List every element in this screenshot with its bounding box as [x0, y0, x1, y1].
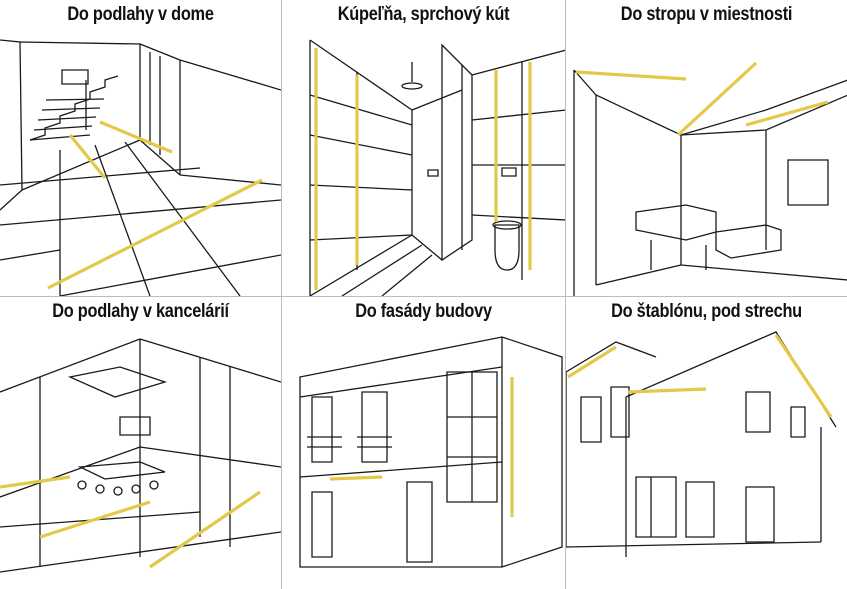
- led-strip: [576, 63, 828, 135]
- panel-caption: Do fasády budovy: [355, 301, 492, 322]
- led-strip: [568, 335, 831, 417]
- panel-roof-soffit: Do štablónu, pod strechu: [565, 296, 847, 589]
- panel-caption: Do podlahy v kancelárií: [52, 301, 229, 322]
- led-strip: [0, 477, 260, 567]
- facade-illustration: [282, 297, 565, 589]
- roof-illustration: [566, 297, 847, 589]
- led-strip: [330, 377, 512, 517]
- office-illustration: [0, 297, 281, 589]
- panel-caption: Do štablónu, pod strechu: [611, 301, 802, 322]
- panel-floor-house: Do podlahy v dome: [0, 0, 281, 296]
- panel-office-floor: Do podlahy v kancelárií: [0, 296, 281, 589]
- panel-bathroom-shower: Kúpeľňa, sprchový kút: [281, 0, 565, 296]
- floor-house-illustration: [0, 0, 281, 296]
- panel-ceiling: Do stropu v miestnosti: [565, 0, 847, 296]
- led-strip: [48, 122, 262, 288]
- ceiling-illustration: [566, 0, 847, 296]
- panel-caption: Do podlahy v dome: [67, 4, 214, 25]
- panel-caption: Kúpeľňa, sprchový kút: [337, 4, 510, 25]
- panel-facade: Do fasády budovy: [281, 296, 565, 589]
- bathroom-illustration: [282, 0, 565, 296]
- panel-caption: Do stropu v miestnosti: [620, 4, 793, 25]
- led-strip: [316, 48, 530, 290]
